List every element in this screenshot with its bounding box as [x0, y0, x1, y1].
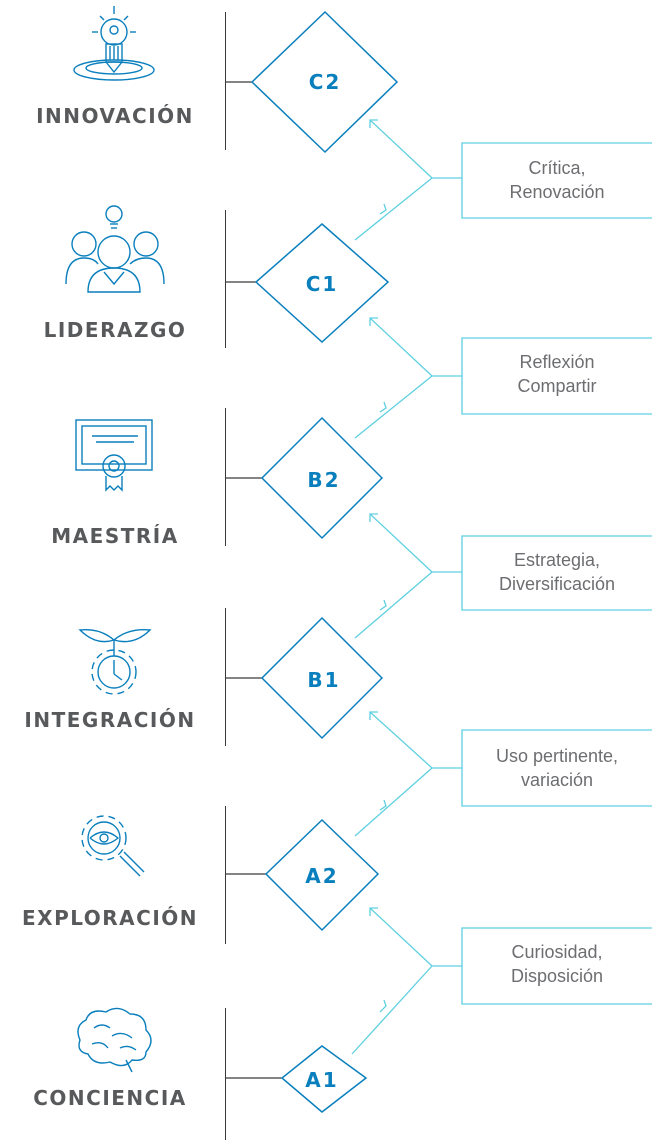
transition-box-4 — [461, 729, 652, 807]
transition-label-3: Estrategia, Diversificación — [462, 548, 652, 596]
transition-label-1: Crítica, Renovación — [462, 156, 652, 204]
transition-label-3-line1: Estrategia, — [513, 550, 601, 570]
level-name-maestria: MAESTRÍA — [51, 524, 179, 548]
connector-c1-c2 — [354, 119, 462, 241]
transition-box-3 — [461, 535, 652, 611]
sprout-gear-icon — [78, 629, 152, 695]
axis-line-c1 — [225, 210, 226, 348]
transition-label-1-line1: Crítica, — [528, 158, 586, 178]
axis-line-b1 — [225, 608, 226, 746]
connector-a2-b1 — [354, 711, 462, 837]
axis-line-a2 — [225, 806, 226, 944]
diamond-b2 — [260, 416, 384, 540]
level-name-integracion: INTEGRACIÓN — [24, 708, 196, 732]
level-name-innovacion: INNOVACIÓN — [36, 104, 194, 128]
transition-label-3-line2: Diversificación — [498, 574, 616, 594]
transition-label-5: Curiosidad, Disposición — [462, 940, 652, 988]
axis-line-c2 — [225, 12, 226, 150]
axis-line-a1 — [225, 1008, 226, 1140]
transition-label-4-line2: variación — [520, 770, 594, 790]
level-code-b1: B1 — [307, 668, 341, 692]
certificate-icon — [75, 419, 153, 492]
diamond-a2 — [264, 818, 380, 932]
transition-label-2: Reflexión Compartir — [462, 350, 652, 398]
transition-box-2 — [461, 337, 652, 415]
lightbulb-target-icon — [73, 6, 155, 81]
transition-label-4: Uso pertinente, variación — [462, 744, 652, 792]
gear-magnifier-icon — [81, 815, 145, 877]
level-code-c1: C1 — [305, 272, 339, 296]
transition-box-5 — [461, 927, 652, 1005]
diamond-a1 — [280, 1045, 368, 1113]
connector-b1-b2 — [354, 513, 462, 639]
diamond-b1 — [260, 616, 384, 740]
transition-label-5-line2: Disposición — [510, 966, 604, 986]
axis-line-b2 — [225, 408, 226, 546]
transition-label-1-line2: Renovación — [509, 182, 605, 202]
level-code-c2: C2 — [308, 70, 342, 94]
level-code-a1: A1 — [305, 1068, 339, 1092]
transition-label-2-line1: Reflexión — [519, 352, 595, 372]
transition-label-2-line2: Compartir — [517, 376, 597, 396]
connector-b2-c1 — [354, 317, 462, 439]
level-code-b2: B2 — [307, 468, 341, 492]
transition-box-1 — [461, 142, 652, 219]
transition-label-5-line1: Curiosidad, — [511, 942, 603, 962]
team-lightbulb-icon — [65, 205, 165, 293]
level-name-exploracion: EXPLORACIÓN — [21, 906, 198, 930]
brain-icon — [77, 1007, 152, 1073]
connector-a1-a2 — [351, 907, 462, 1055]
diamond-c1 — [254, 223, 390, 344]
level-code-a2: A2 — [305, 864, 339, 888]
transition-label-4-line1: Uso pertinente, — [495, 746, 619, 766]
level-name-liderazgo: LIDERAZGO — [43, 318, 187, 342]
diamond-c2 — [250, 10, 399, 154]
level-name-conciencia: CONCIENCIA — [33, 1086, 187, 1110]
